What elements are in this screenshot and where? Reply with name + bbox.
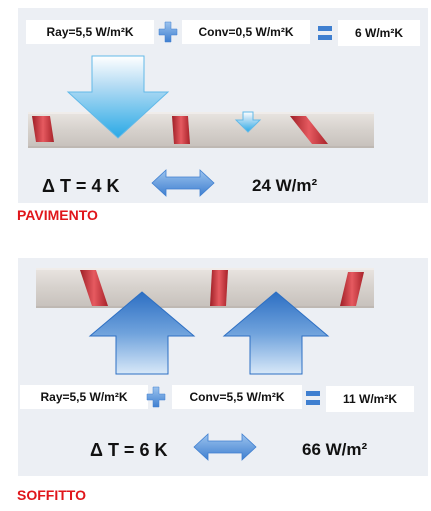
floor-delta-t: Δ T = 4 K bbox=[42, 176, 120, 196]
floor-flux: 24 W/m² bbox=[252, 176, 318, 195]
double-arrow-icon bbox=[151, 169, 215, 197]
floor-radiation-label: Ray=5,5 W/m²K bbox=[46, 25, 134, 39]
floor-slab bbox=[28, 112, 374, 148]
ceiling-convection-box: Conv=5,5 W/m²K bbox=[172, 385, 302, 409]
plus-icon bbox=[158, 21, 178, 43]
floor-convection-box: Conv=0,5 W/m²K bbox=[182, 20, 310, 44]
floor-title: PAVIMENTO bbox=[17, 207, 98, 223]
ceiling-delta-t: Δ T = 6 K bbox=[90, 440, 168, 460]
down-arrow-icon bbox=[234, 111, 262, 133]
ceiling-total-box: 11 W/m²K bbox=[326, 386, 414, 412]
plus-icon bbox=[146, 386, 166, 408]
ceiling-convection-label: Conv=5,5 W/m²K bbox=[189, 390, 285, 404]
double-arrow-icon bbox=[193, 433, 257, 461]
equals-icon bbox=[318, 26, 332, 40]
floor-pipe bbox=[32, 116, 328, 144]
floor-radiation-box: Ray=5,5 W/m²K bbox=[26, 20, 154, 44]
up-arrow-icon bbox=[222, 291, 330, 375]
floor-total-label: 6 W/m²K bbox=[355, 26, 403, 40]
ceiling-title: SOFFITTO bbox=[17, 487, 86, 503]
ceiling-pipe bbox=[80, 270, 364, 306]
ceiling-flux: 66 W/m² bbox=[302, 440, 368, 459]
ceiling-total-label: 11 W/m²K bbox=[342, 392, 397, 406]
ceiling-radiation-box: Ray=5,5 W/m²K bbox=[20, 385, 148, 409]
equals-icon bbox=[306, 391, 320, 405]
ceiling-radiation-label: Ray=5,5 W/m²K bbox=[40, 390, 128, 404]
floor-total-box: 6 W/m²K bbox=[338, 20, 420, 46]
floor-convection-label: Conv=0,5 W/m²K bbox=[198, 25, 294, 39]
ceiling-slab bbox=[36, 268, 374, 308]
up-arrow-icon bbox=[88, 291, 196, 375]
down-arrow-icon bbox=[66, 55, 170, 139]
